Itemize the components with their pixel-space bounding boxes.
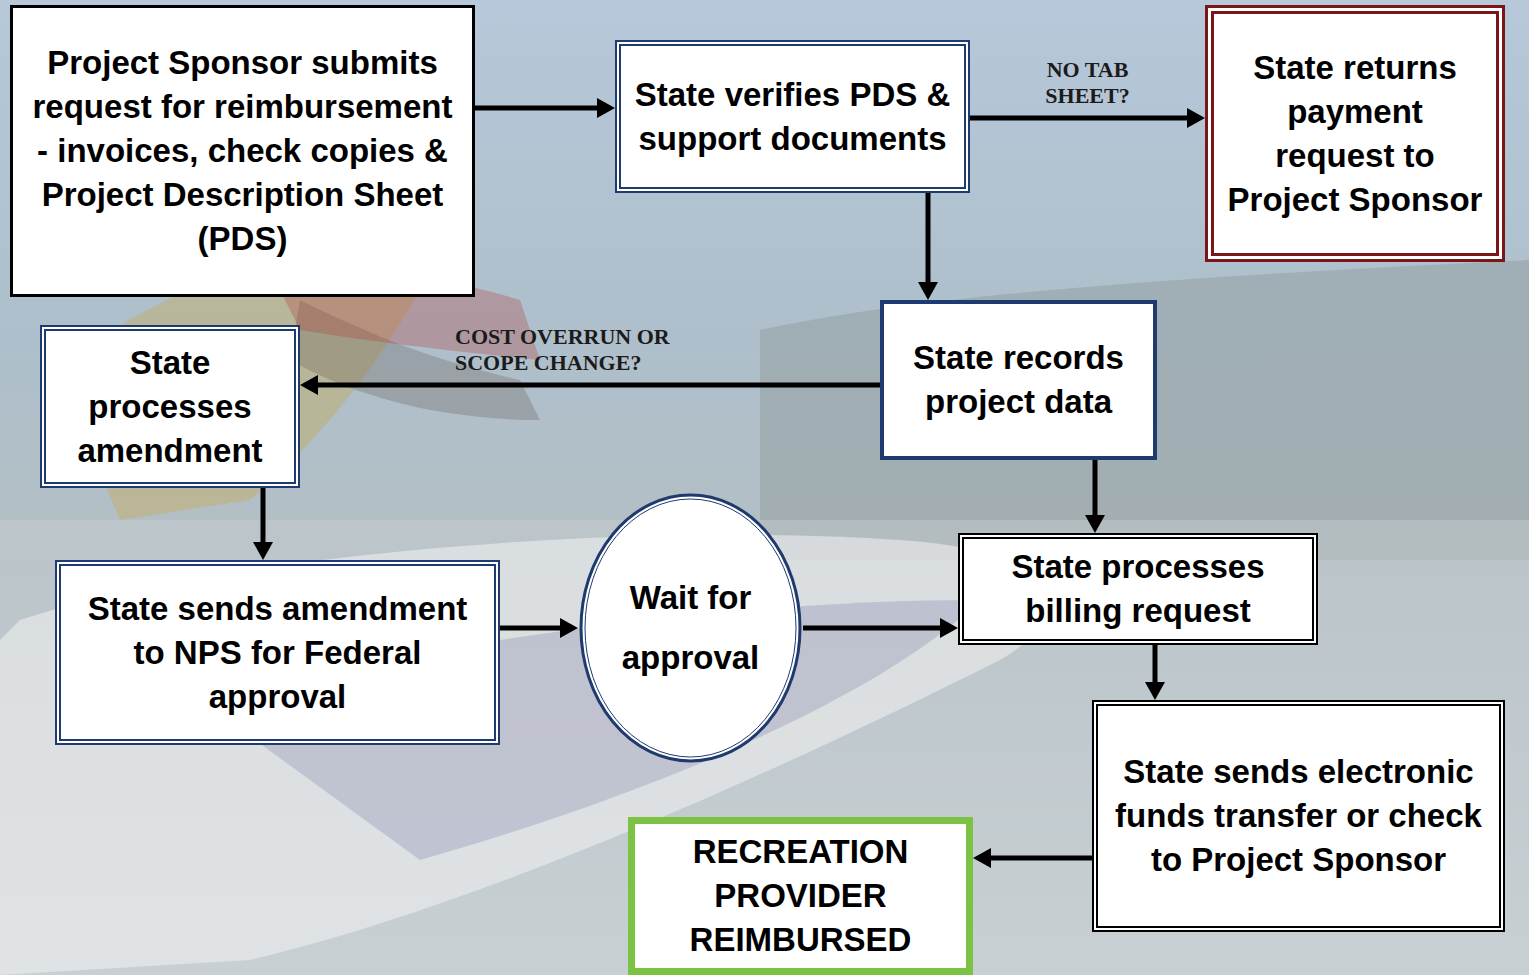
node-text: State verifies PDS & support documents — [633, 73, 952, 161]
node-text: State sends electronic funds transfer or… — [1112, 750, 1485, 882]
edge-label: NO TAB SHEET? — [1023, 57, 1153, 109]
arrow-connector — [500, 626, 564, 631]
return-box: State returns payment request to Project… — [1205, 5, 1505, 262]
node-text: State records project data — [896, 336, 1141, 424]
process-box: State processes billing request — [958, 533, 1318, 645]
wait-ellipse: Wait for approval — [578, 492, 803, 764]
ellipse-shape — [581, 495, 800, 761]
arrow-connector — [475, 106, 601, 111]
node-text: Wait for approval — [606, 568, 776, 688]
node-text: Project Sponsor submits request for reim… — [27, 41, 458, 261]
node-text: State returns payment request to Project… — [1224, 46, 1486, 222]
end-box: RECREATION PROVIDER REIMBURSED — [628, 817, 973, 975]
process-box: State verifies PDS & support documents — [615, 40, 970, 193]
process-box: State sends electronic funds transfer or… — [1092, 700, 1505, 932]
process-box: State records project data — [880, 300, 1157, 460]
node-text: RECREATION PROVIDER REIMBURSED — [645, 830, 956, 962]
arrow-connector — [1093, 460, 1098, 519]
edge-label: COST OVERRUN OR SCOPE CHANGE? — [455, 324, 725, 376]
arrow-connector — [803, 626, 944, 631]
arrow-connector — [1153, 645, 1158, 686]
arrow-connector — [261, 488, 266, 546]
tree-line — [760, 260, 1529, 560]
jet-ski-hull — [0, 535, 1052, 975]
arrow-connector — [926, 193, 931, 286]
process-box: State sends amendment to NPS for Federal… — [55, 560, 500, 745]
start-box: Project Sponsor submits request for reim… — [10, 5, 475, 297]
ellipse-inner-line — [585, 499, 796, 757]
arrow-connector — [314, 383, 880, 388]
process-box: State processes amendment — [40, 325, 300, 488]
arrow-connector — [970, 116, 1191, 121]
node-text: State processes billing request — [976, 545, 1300, 633]
arrow-connector — [987, 856, 1092, 861]
node-text: State sends amendment to NPS for Federal… — [75, 587, 480, 719]
node-text: State processes amendment — [56, 341, 284, 473]
ellipse-outline — [578, 492, 803, 764]
